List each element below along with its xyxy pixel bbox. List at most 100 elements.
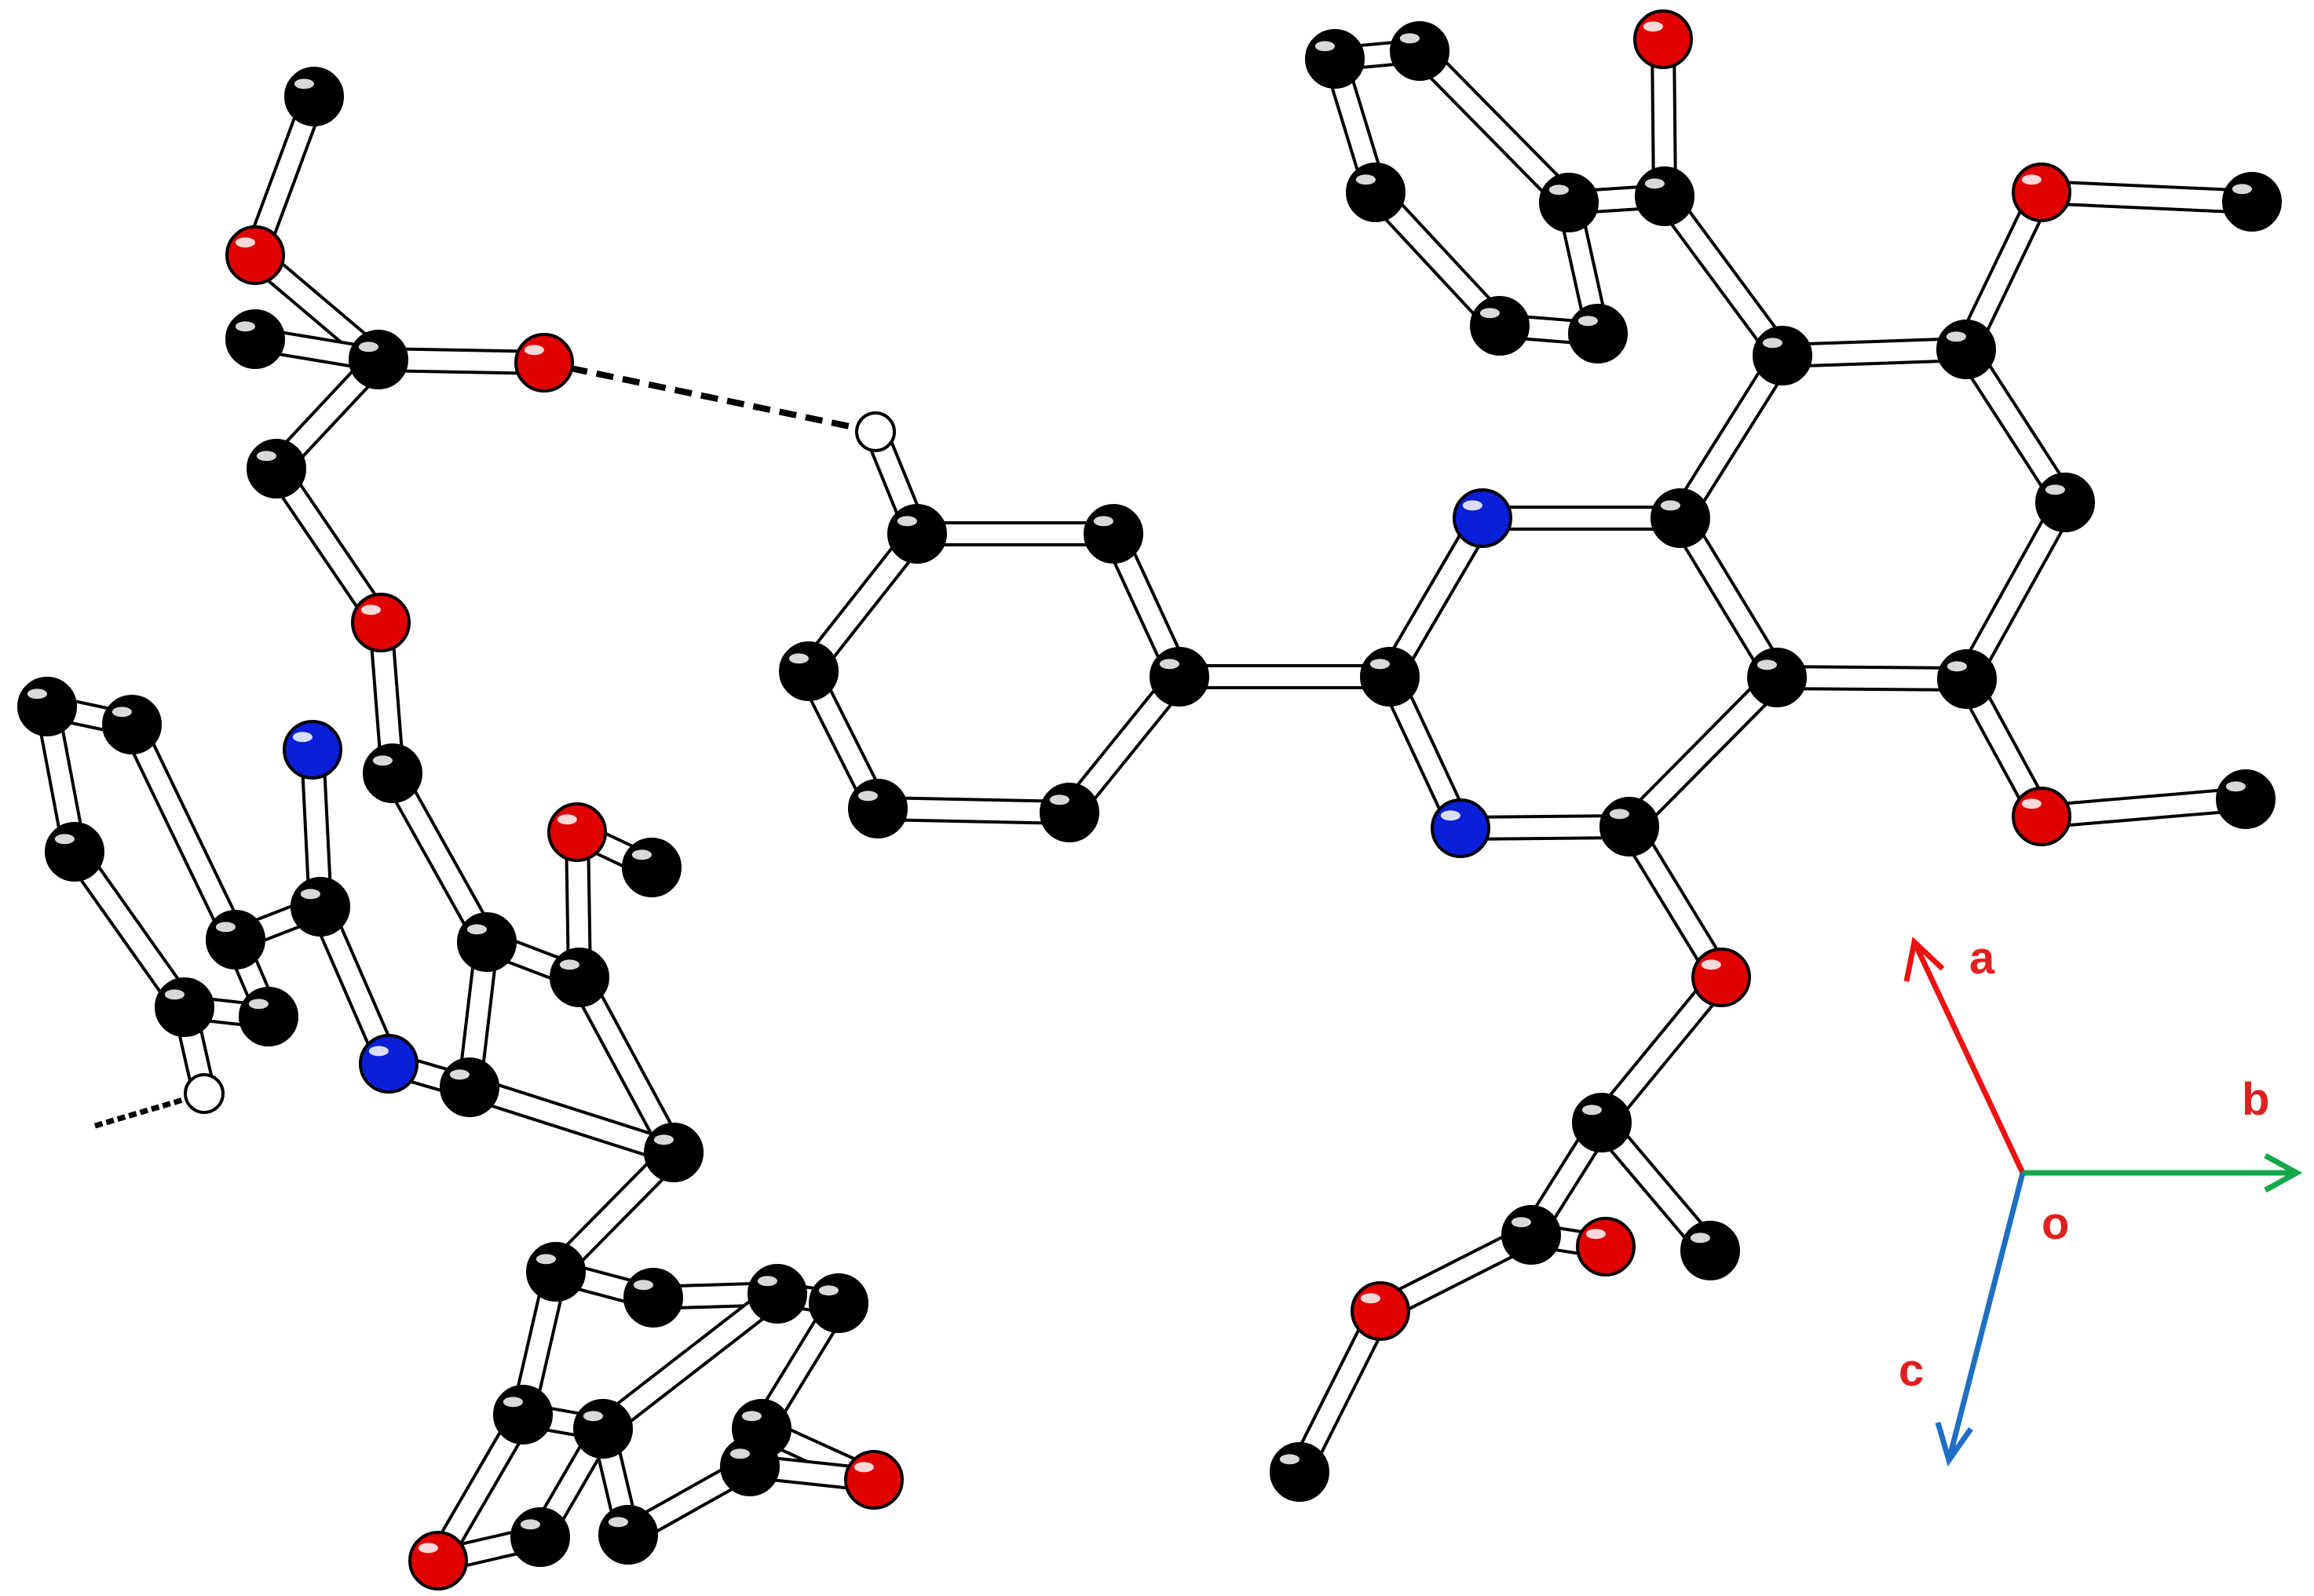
carbon-atom-b32 [573, 1399, 633, 1459]
carbon-atom-a23 [1150, 647, 1209, 707]
nitrogen-atom-b11 [359, 1034, 419, 1094]
oxygen-atom-b15 [547, 802, 607, 862]
carbon-atom-a27 [779, 641, 839, 701]
carbon-atom-a10 [1936, 320, 1996, 379]
carbon-atom-a16 [2216, 769, 2276, 829]
carbon-atom-b18 [526, 1242, 586, 1302]
carbon-atom-b12 [440, 1057, 499, 1117]
oxygen-atom-b4 [514, 333, 574, 393]
carbon-atom-a25 [887, 504, 947, 564]
bond-a35-a36 [1288, 1305, 1392, 1478]
carbon-atom-b23 [45, 822, 104, 882]
oxygen-atom-b7 [351, 593, 411, 652]
carbon-atom-a6 [1346, 163, 1406, 222]
bond-a30-a31 [1592, 969, 1731, 1131]
hydrogen-atom-a26 [855, 411, 896, 452]
axis-c-arrow [1946, 1172, 2026, 1461]
carbon-atom-a4 [1390, 21, 1449, 81]
carbon-atom-b8 [363, 743, 422, 803]
carbon-atom-a5 [1305, 29, 1365, 89]
carbon-atom-b22 [102, 695, 162, 754]
bond-a9-a10 [1782, 337, 1967, 368]
bond-a14-a17 [1776, 665, 1968, 692]
carbon-atom-a14 [1937, 649, 1997, 709]
oxygen-atom-a1 [1633, 9, 1693, 69]
carbon-atom-b31 [493, 1385, 553, 1444]
carbon-atom-a9 [1753, 326, 1812, 385]
carbon-atom-a33 [1501, 1205, 1561, 1265]
carbon-atom-b36 [720, 1437, 780, 1496]
carbon-atom-a13 [2035, 473, 2095, 532]
axis-c-label: c [1899, 1345, 1924, 1396]
bond-b6-b7 [265, 462, 392, 630]
bond-layer [35, 38, 2253, 1573]
carbon-atom-a29 [1040, 783, 1099, 842]
carbon-atom-a22 [1360, 647, 1420, 707]
nitrogen-atom-a19 [1453, 488, 1512, 548]
carbon-atom-b5 [225, 309, 285, 369]
carbon-atom-b24 [155, 977, 214, 1037]
axis-origin-label: o [2042, 1198, 2069, 1249]
oxygen-atom-a35 [1351, 1281, 1410, 1341]
oxygen-atom-b2 [225, 225, 285, 285]
carbon-atom-a24 [1084, 504, 1143, 564]
axis-b-arrowhead [2264, 1152, 2303, 1193]
bond-b8-b13 [382, 767, 498, 948]
carbon-atom-b3 [349, 330, 408, 389]
carbon-atom-b13 [457, 912, 517, 972]
oxygen-atom-a11 [2012, 163, 2071, 222]
carbon-atom-b19 [623, 1268, 683, 1328]
oxygen-atom-a34 [1576, 1217, 1636, 1276]
axis-c-arrowhead [1935, 1422, 1973, 1466]
bond-a18-a9 [1669, 349, 1793, 525]
carbon-atom-b16 [622, 838, 682, 897]
bond-a15-a16 [2040, 787, 2247, 829]
carbon-atom-a36 [1270, 1442, 1329, 1502]
bond-a3-a4 [1410, 42, 1578, 212]
axes-indicator: a b c o [1899, 933, 2303, 1466]
carbon-atom-b1 [284, 67, 344, 126]
hydrogen-atom-b26 [184, 1073, 225, 1114]
carbon-atom-a28 [848, 779, 908, 838]
bond-b14-b17 [568, 971, 685, 1159]
carbon-atom-b35 [598, 1505, 658, 1565]
axis-b-label: b [2242, 1074, 2269, 1125]
bond-a13-a14 [1956, 496, 2076, 685]
oxygen-atom-a15 [2012, 787, 2071, 846]
axis-a-arrowhead [1903, 937, 1945, 982]
carbon-atom-b17 [644, 1123, 704, 1182]
carbon-atom-a8 [1568, 304, 1628, 363]
bond-a2-a9 [1654, 188, 1793, 363]
oxygen-atom-b30 [844, 1450, 904, 1510]
bond-a20-a17 [1620, 668, 1786, 836]
bond-a19-a22 [1379, 511, 1493, 684]
bond-a10-a13 [1955, 342, 2076, 509]
carbon-atom-b20 [206, 910, 265, 970]
hydrogen-bond-0 [543, 360, 876, 435]
oxygen-atom-b33 [408, 1531, 468, 1591]
carbon-atom-a2 [1635, 166, 1694, 226]
atom-layer [17, 9, 2282, 1591]
carbon-atom-b14 [550, 948, 609, 1007]
oxygen-atom-a30 [1691, 948, 1751, 1007]
nitrogen-atom-a21 [1431, 798, 1490, 858]
carbon-atom-b21 [17, 677, 77, 736]
axis-a-arrow [1911, 940, 2026, 1174]
bond-b23-b24 [64, 844, 196, 1015]
bond-b12-b17 [466, 1075, 678, 1165]
carbon-atom-b27 [748, 1264, 807, 1324]
carbon-atom-a7 [1470, 296, 1530, 356]
bond-b27-b32 [595, 1284, 785, 1439]
nitrogen-atom-b9 [283, 720, 342, 780]
bond-a11-a12 [2041, 180, 2253, 214]
carbon-atom-a12 [2222, 172, 2282, 232]
carbon-atom-b28 [809, 1273, 868, 1333]
carbon-atom-a18 [1651, 488, 1710, 548]
carbon-atom-b34 [510, 1507, 570, 1567]
bond-a17-a18 [1669, 511, 1788, 685]
carbon-atom-b6 [247, 439, 306, 499]
carbon-atom-a20 [1599, 797, 1659, 856]
carbon-atom-a31 [1572, 1093, 1632, 1152]
axis-a-label: a [1969, 933, 1995, 984]
